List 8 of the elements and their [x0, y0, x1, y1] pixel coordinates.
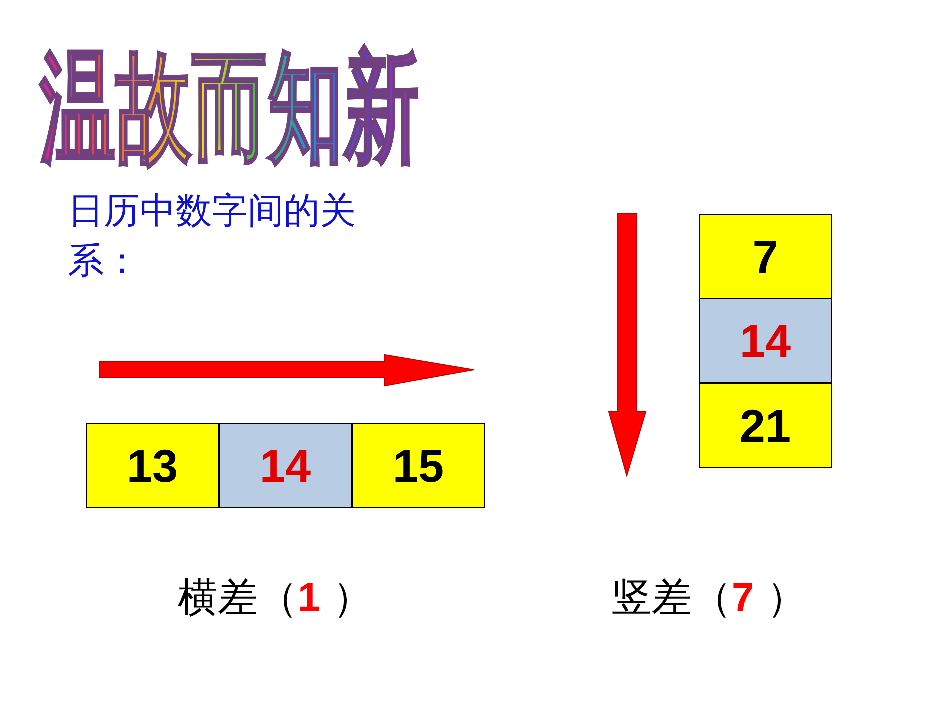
difference-label: 横差（1 ） — [178, 574, 373, 623]
difference-label: 竖差（7 ） — [612, 574, 807, 623]
calendar-cell: 13 — [86, 423, 219, 508]
calendar-cell: 14 — [699, 298, 832, 383]
calendar-cell: 7 — [699, 214, 832, 299]
calendar-cell: 21 — [699, 383, 832, 468]
calendar-cell: 14 — [219, 423, 352, 508]
calendar-cell: 15 — [352, 423, 485, 508]
